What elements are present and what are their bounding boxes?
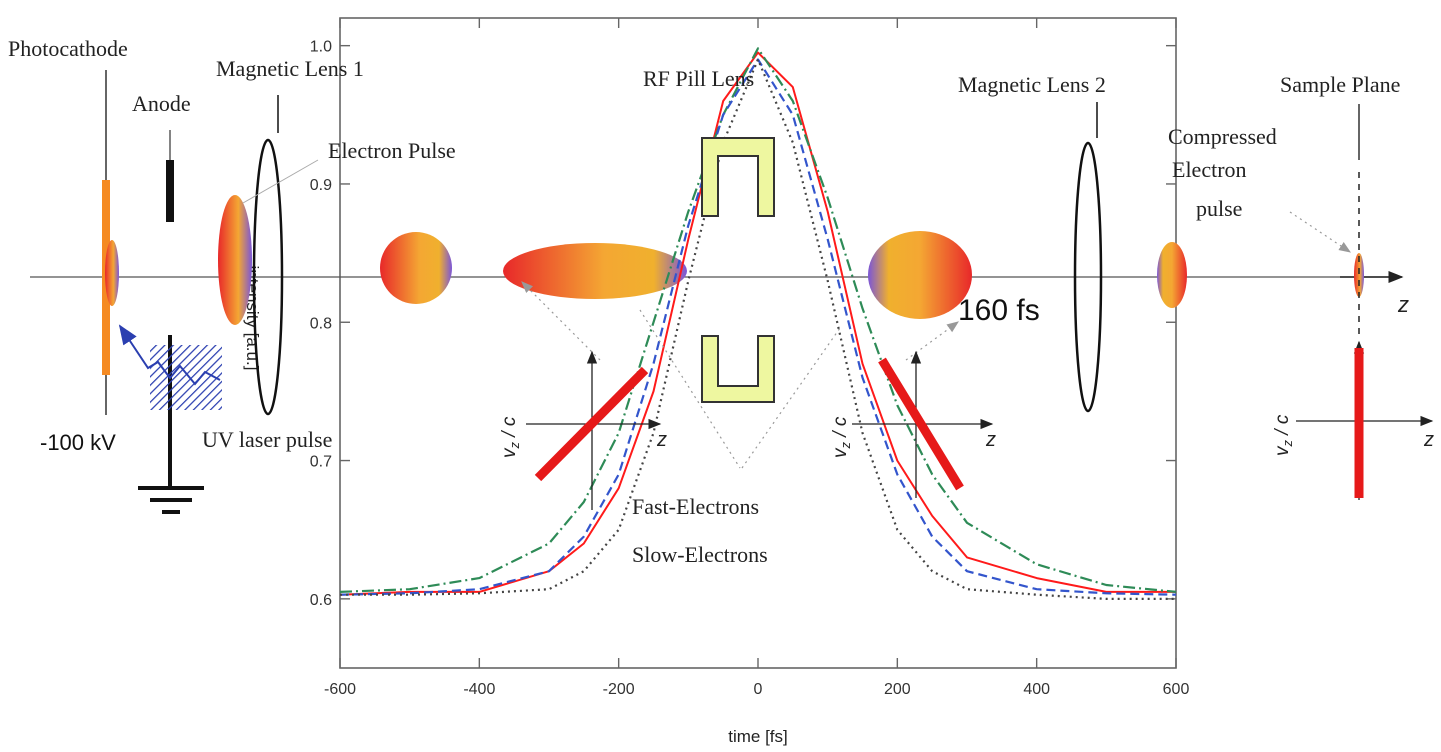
x-tick-label: 0 (754, 681, 763, 698)
pointer-fast-right (741, 327, 841, 469)
x-tick-label: 200 (884, 681, 911, 698)
label-compressed-3: pulse (1196, 196, 1242, 221)
rf-pill-lens (701, 137, 775, 403)
electron-pulse-1 (218, 195, 252, 325)
label-slow-electrons: Slow-Electrons (632, 542, 768, 567)
label-compressed-1: Compressed (1168, 124, 1277, 149)
label-fast-electrons: Fast-Electrons (632, 494, 759, 519)
x-axis-ticks: -600 -400 -200 0 200 400 600 (324, 18, 1189, 698)
x-tick-label: -200 (603, 681, 635, 698)
pointer-slow-right (905, 321, 959, 361)
anode (138, 130, 204, 514)
photocathode (102, 70, 119, 415)
phase-space-3: z vz / c (1272, 340, 1434, 500)
rf-pill-lens-bottom (701, 335, 775, 403)
phase-space-1-z: z (656, 429, 667, 451)
phase-space-1: z vz / c (499, 350, 667, 510)
x-tick-label: 600 (1163, 681, 1190, 698)
uv-laser-beam (118, 324, 221, 386)
phase-space-2: z vz / c (830, 350, 996, 498)
electron-pulse-2 (380, 232, 452, 304)
y-axis-ticks: 0.6 0.7 0.8 0.9 1.0 (310, 39, 1176, 609)
label-uv-laser: UV laser pulse (202, 427, 332, 452)
photocathode-pulse (105, 240, 119, 306)
phase-space-3-vzc: vz / c (1272, 414, 1295, 456)
phase-space-3-z: z (1423, 429, 1434, 451)
label-rf-pill-lens: RF Pill Lens (643, 66, 754, 91)
plot-area: -600 -400 -200 0 200 400 600 0.6 0.7 0.8 0.9 1.0 t… (243, 17, 1189, 746)
magnetic-lens-1-ellipse (252, 138, 284, 416)
electron-pulse-3-stretched (503, 243, 687, 299)
electron-pulse-5 (1157, 242, 1187, 308)
curves (339, 47, 1177, 601)
phase-space-1-bar (534, 366, 649, 482)
y-tick-label: 0.8 (310, 315, 332, 332)
label-sample-plane: Sample Plane (1280, 72, 1400, 97)
y-tick-label: 1.0 (310, 39, 332, 56)
x-axis-label: time [fs] (728, 727, 788, 746)
z-axis-label-main: z (1397, 292, 1409, 317)
label-anode: Anode (132, 91, 191, 116)
anode-plate (166, 160, 174, 222)
label-voltage: -100 kV (40, 430, 116, 455)
phase-space-2-bar (878, 357, 964, 491)
pointer-slow-left (639, 309, 741, 469)
label-electron-pulse: Electron Pulse (328, 138, 456, 163)
curve-blue (339, 58, 1177, 596)
electron-pulse-4-compressing (868, 231, 972, 319)
uv-laser (118, 324, 222, 410)
x-tick-label: 400 (1023, 681, 1050, 698)
label-compressed-2: Electron (1172, 157, 1247, 182)
label-magnetic-lens-1: Magnetic Lens 1 (216, 56, 364, 81)
magnetic-lens-2-ellipse (1073, 141, 1103, 413)
y-tick-label: 0.7 (310, 454, 332, 471)
x-tick-label: -400 (463, 681, 495, 698)
electron-pulse-pointer (242, 159, 319, 204)
y-tick-label: 0.9 (310, 177, 332, 194)
y-tick-label: 0.6 (310, 592, 332, 609)
rf-pill-lens-top (701, 137, 775, 217)
magnetic-lens-2 (1073, 102, 1103, 413)
label-magnetic-lens-2: Magnetic Lens 2 (958, 72, 1106, 97)
magnetic-lens-1 (218, 95, 284, 416)
pointer-compressed (1289, 211, 1351, 253)
curve-green (339, 47, 1177, 593)
electron-pointers (521, 211, 1351, 469)
x-tick-label: -600 (324, 681, 356, 698)
label-photocathode: Photocathode (8, 36, 128, 61)
label-duration: 160 fs (958, 294, 1040, 327)
phase-space-1-vzc: vz / c (499, 416, 522, 458)
phase-space-2-vzc: vz / c (830, 416, 853, 458)
pointer-fast-left (521, 281, 601, 361)
phase-space-2-z: z (985, 429, 996, 451)
uv-laser-hatch (150, 345, 222, 410)
electron-pulse-6-compressed (1354, 253, 1364, 297)
